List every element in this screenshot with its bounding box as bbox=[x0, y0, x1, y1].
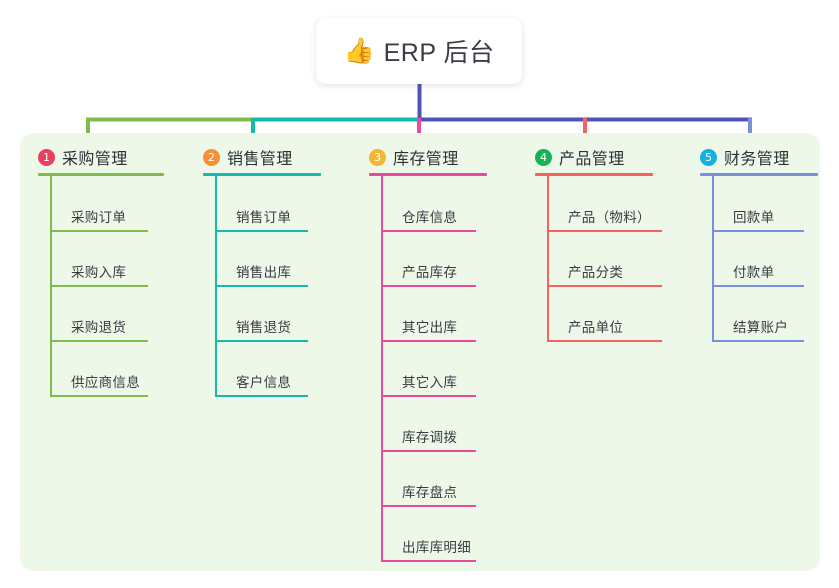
branch-badge-4: 4 bbox=[535, 148, 552, 166]
branch-spine-5 bbox=[712, 175, 714, 342]
leaf-item-label: 销售订单 bbox=[236, 210, 292, 225]
leaf-item[interactable]: 产品库存 bbox=[381, 265, 476, 287]
leaf-item-label: 库存盘点 bbox=[402, 485, 458, 500]
leaf-item[interactable]: 采购退货 bbox=[50, 320, 148, 342]
leaf-item[interactable]: 产品（物料） bbox=[547, 210, 662, 232]
leaf-item-label: 采购入库 bbox=[71, 265, 127, 280]
branch-title-1: 采购管理 bbox=[62, 151, 128, 168]
leaf-item-label: 结算账户 bbox=[733, 320, 789, 335]
leaf-item[interactable]: 回款单 bbox=[712, 210, 804, 232]
leaf-item-label: 产品单位 bbox=[568, 320, 624, 335]
branch-header-4[interactable]: 4 产品管理 bbox=[535, 145, 625, 169]
leaf-item[interactable]: 结算账户 bbox=[712, 320, 804, 342]
leaf-item[interactable]: 销售出库 bbox=[215, 265, 308, 287]
leaf-item-label: 供应商信息 bbox=[71, 375, 140, 390]
branch-underline-5 bbox=[700, 173, 818, 176]
leaf-item[interactable]: 库存调拨 bbox=[381, 430, 476, 452]
branch-badge-2: 2 bbox=[203, 148, 220, 166]
branch-spine-4 bbox=[547, 175, 549, 342]
leaf-item-label: 付款单 bbox=[733, 265, 775, 280]
leaf-item[interactable]: 采购入库 bbox=[50, 265, 148, 287]
leaf-item[interactable]: 供应商信息 bbox=[50, 375, 148, 397]
branch-title-5: 财务管理 bbox=[724, 151, 790, 168]
branch-columns: 1 采购管理采购订单采购入库采购退货供应商信息 2 销售管理销售订单销售出库销售退货客… bbox=[20, 133, 820, 571]
leaf-item[interactable]: 采购订单 bbox=[50, 210, 148, 232]
branch-underline-3 bbox=[369, 173, 487, 176]
branch-header-1[interactable]: 1 采购管理 bbox=[38, 145, 128, 169]
leaf-item[interactable]: 库存盘点 bbox=[381, 485, 476, 507]
leaf-item-label: 回款单 bbox=[733, 210, 775, 225]
leaf-item[interactable]: 产品分类 bbox=[547, 265, 662, 287]
leaf-item-label: 产品（物料） bbox=[568, 210, 651, 225]
leaf-item[interactable]: 产品单位 bbox=[547, 320, 662, 342]
leaf-item[interactable]: 出库库明细 bbox=[381, 540, 476, 562]
leaf-item[interactable]: 付款单 bbox=[712, 265, 804, 287]
branch-underline-4 bbox=[535, 173, 653, 176]
leaf-item-label: 销售退货 bbox=[236, 320, 292, 335]
leaf-item-label: 客户信息 bbox=[236, 375, 292, 390]
leaf-item-label: 产品分类 bbox=[568, 265, 624, 280]
leaf-item[interactable]: 销售退货 bbox=[215, 320, 308, 342]
leaf-item-label: 其它出库 bbox=[402, 320, 458, 335]
branch-title-3: 库存管理 bbox=[393, 151, 459, 168]
branch-title-4: 产品管理 bbox=[559, 151, 625, 168]
root-node-title: ERP 后台 bbox=[383, 39, 495, 67]
thumbs-up-icon: 👍 bbox=[343, 36, 375, 65]
branch-header-5[interactable]: 5 财务管理 bbox=[700, 145, 790, 169]
root-node-card[interactable]: 👍 ERP 后台 bbox=[316, 18, 522, 84]
leaf-item[interactable]: 仓库信息 bbox=[381, 210, 476, 232]
leaf-item-label: 采购订单 bbox=[71, 210, 127, 225]
leaf-item[interactable]: 客户信息 bbox=[215, 375, 308, 397]
branch-badge-1: 1 bbox=[38, 148, 55, 166]
leaf-item-label: 库存调拨 bbox=[402, 430, 458, 445]
branch-title-2: 销售管理 bbox=[227, 151, 293, 168]
content-panel bbox=[20, 133, 820, 571]
branch-header-2[interactable]: 2 销售管理 bbox=[203, 145, 293, 169]
leaf-item-label: 销售出库 bbox=[236, 265, 292, 280]
leaf-item[interactable]: 其它出库 bbox=[381, 320, 476, 342]
leaf-item-label: 其它入库 bbox=[402, 375, 458, 390]
branch-spine-3 bbox=[381, 175, 383, 562]
branch-underline-2 bbox=[203, 173, 321, 176]
branch-header-3[interactable]: 3 库存管理 bbox=[369, 145, 459, 169]
leaf-item-label: 出库库明细 bbox=[402, 540, 471, 555]
leaf-item[interactable]: 其它入库 bbox=[381, 375, 476, 397]
branch-badge-3: 3 bbox=[369, 148, 386, 166]
leaf-item-label: 仓库信息 bbox=[402, 210, 458, 225]
leaf-item-label: 产品库存 bbox=[402, 265, 458, 280]
branch-underline-1 bbox=[38, 173, 164, 176]
leaf-item[interactable]: 销售订单 bbox=[215, 210, 308, 232]
branch-badge-5: 5 bbox=[700, 148, 717, 166]
leaf-item-label: 采购退货 bbox=[71, 320, 127, 335]
